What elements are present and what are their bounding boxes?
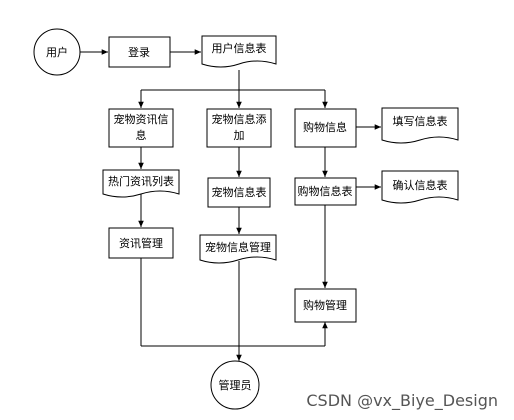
node-admin: 管理员 (210, 360, 260, 410)
node-shop-info: 购物信息 (294, 108, 357, 148)
node-pet-add-label-2: 加 (234, 129, 245, 142)
node-login: 登录 (108, 36, 171, 68)
node-pet-add: 宠物信息添 加 (206, 108, 272, 148)
node-confirm-table-label: 确认信息表 (393, 178, 448, 192)
node-news-manage: 资讯管理 (108, 227, 174, 259)
node-hot-news-label: 热门资讯列表 (108, 174, 174, 188)
node-user-table-label: 用户信息表 (212, 41, 267, 55)
node-shop-info-label: 购物信息 (303, 120, 347, 134)
node-confirm-table: 确认信息表 (381, 170, 459, 204)
node-pet-info-label-2: 息 (136, 128, 147, 142)
node-user-label: 用户 (46, 45, 68, 59)
node-fill-table: 填写信息表 (381, 107, 459, 144)
node-shop-table: 购物信息表 (294, 177, 357, 206)
node-user: 用户 (33, 28, 81, 76)
node-admin-label: 管理员 (219, 378, 252, 392)
node-news-manage-label: 资讯管理 (119, 236, 163, 250)
edges (80, 49, 381, 361)
node-login-label: 登录 (128, 45, 150, 59)
watermark: CSDN @vx_Biye_Design (306, 391, 498, 411)
node-user-table: 用户信息表 (201, 35, 277, 68)
node-shop-manage-label: 购物管理 (303, 298, 347, 312)
node-hot-news: 热门资讯列表 (102, 169, 180, 198)
node-pet-table-label: 宠物信息表 (212, 185, 267, 199)
node-pet-add-label-1: 宠物信息添 (212, 112, 267, 126)
node-pet-manage-label: 宠物信息管理 (205, 240, 271, 254)
node-fill-table-label: 填写信息表 (393, 114, 448, 128)
node-shop-table-label: 购物信息表 (298, 184, 353, 198)
node-pet-table: 宠物信息表 (207, 177, 271, 208)
node-pet-manage: 宠物信息管理 (199, 234, 277, 264)
node-pet-info: 宠物资讯信 息 (108, 108, 174, 148)
node-shop-manage: 购物管理 (294, 288, 357, 323)
node-pet-info-label-1: 宠物资讯信 (114, 112, 169, 126)
